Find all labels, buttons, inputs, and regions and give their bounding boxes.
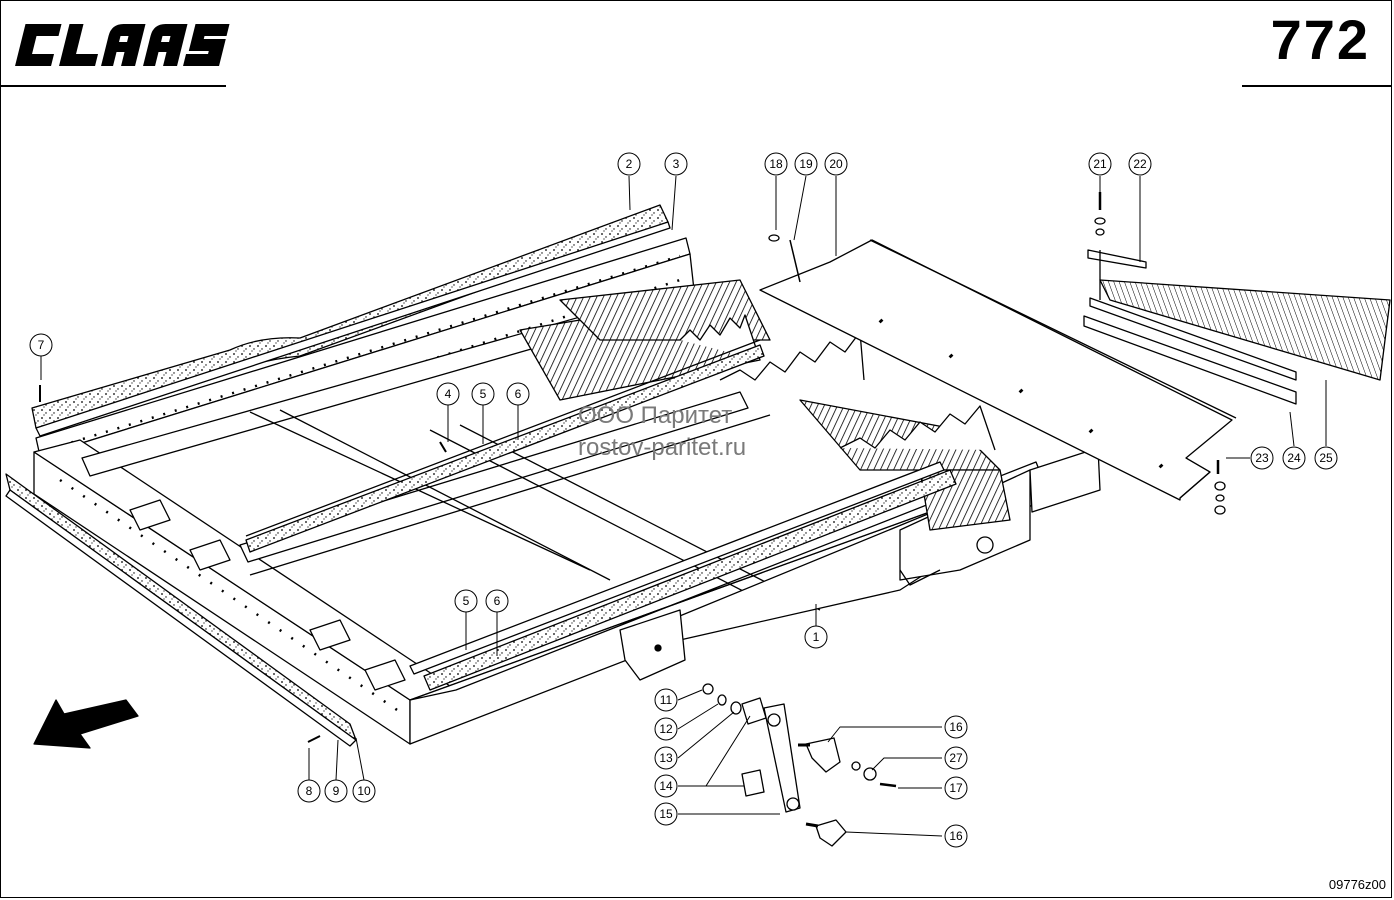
callout-2: 2 <box>617 152 641 176</box>
callout-20: 20 <box>824 152 848 176</box>
callout-4: 4 <box>436 382 460 406</box>
svg-text:21: 21 <box>1093 157 1107 171</box>
watermark-company: ООО Паритет <box>578 402 733 429</box>
callout-17: 17 <box>944 776 968 800</box>
svg-text:11: 11 <box>660 693 673 707</box>
callout-10: 10 <box>352 779 376 803</box>
watermark: ООО Паритет rostov-paritet.ru <box>578 400 746 464</box>
page-number: 772 <box>1270 8 1370 71</box>
callout-27: 27 <box>944 746 968 770</box>
svg-text:15: 15 <box>659 807 673 821</box>
svg-text:5: 5 <box>480 387 487 401</box>
callout-24: 24 <box>1282 446 1306 470</box>
callout-16b: 16 <box>944 824 968 848</box>
linkage-parts <box>702 683 897 847</box>
svg-text:9: 9 <box>333 784 340 798</box>
callout-9: 9 <box>324 779 348 803</box>
svg-text:17: 17 <box>949 781 963 795</box>
callout-12: 12 <box>654 717 678 741</box>
callout-25: 25 <box>1314 446 1338 470</box>
svg-text:3: 3 <box>673 157 680 171</box>
svg-text:13: 13 <box>659 751 673 765</box>
fasteners <box>39 192 1226 743</box>
callout-5b: 5 <box>454 589 478 613</box>
svg-text:8: 8 <box>306 784 313 798</box>
inner-seal-strip-lower <box>409 461 957 691</box>
svg-text:18: 18 <box>769 157 783 171</box>
svg-text:20: 20 <box>829 157 843 171</box>
callout-14: 14 <box>654 774 678 798</box>
svg-text:16: 16 <box>949 720 963 734</box>
callout-21: 21 <box>1088 152 1112 176</box>
callout-6: 6 <box>506 382 530 406</box>
drawing-code: 09776z00 <box>1328 877 1386 892</box>
callout-13: 13 <box>654 746 678 770</box>
callout-22: 22 <box>1128 152 1152 176</box>
svg-text:12: 12 <box>659 722 673 736</box>
svg-text:6: 6 <box>515 387 522 401</box>
callout-3: 3 <box>664 152 688 176</box>
watermark-url: rostov-paritet.ru <box>578 434 747 461</box>
svg-text:2: 2 <box>626 157 633 171</box>
svg-text:23: 23 <box>1255 451 1269 465</box>
callout-11: 11 <box>654 688 678 712</box>
header-rule-right <box>1242 85 1392 87</box>
cover-plate <box>759 239 1237 501</box>
callout-16: 16 <box>944 715 968 739</box>
svg-text:19: 19 <box>799 157 813 171</box>
callout-7: 7 <box>29 333 53 357</box>
svg-text:27: 27 <box>949 751 963 765</box>
sawtooth-edges <box>679 314 996 451</box>
svg-text:1: 1 <box>813 630 820 644</box>
rear-seal-strip <box>31 204 671 437</box>
inner-seal-strip-upper <box>245 339 765 553</box>
comb-sieve <box>1083 249 1391 405</box>
svg-text:10: 10 <box>357 784 371 798</box>
leader-lines <box>40 175 1327 837</box>
svg-text:6: 6 <box>494 594 501 608</box>
svg-text:22: 22 <box>1133 157 1147 171</box>
svg-text:16: 16 <box>949 829 963 843</box>
arrow-down-left-icon <box>33 699 139 749</box>
callout-5: 5 <box>471 382 495 406</box>
callout-15: 15 <box>654 802 678 826</box>
svg-text:5: 5 <box>463 594 470 608</box>
callout-6b: 6 <box>485 589 509 613</box>
callout-8: 8 <box>297 779 321 803</box>
svg-text:4: 4 <box>445 387 452 401</box>
svg-text:14: 14 <box>659 779 673 793</box>
claas-logo <box>15 24 230 66</box>
callout-23: 23 <box>1250 446 1274 470</box>
svg-text:24: 24 <box>1287 451 1301 465</box>
callout-18: 18 <box>764 152 788 176</box>
callout-19: 19 <box>794 152 818 176</box>
svg-text:7: 7 <box>38 338 45 352</box>
callout-1: 1 <box>804 625 828 649</box>
header-rule-left <box>0 85 226 87</box>
svg-text:25: 25 <box>1319 451 1333 465</box>
